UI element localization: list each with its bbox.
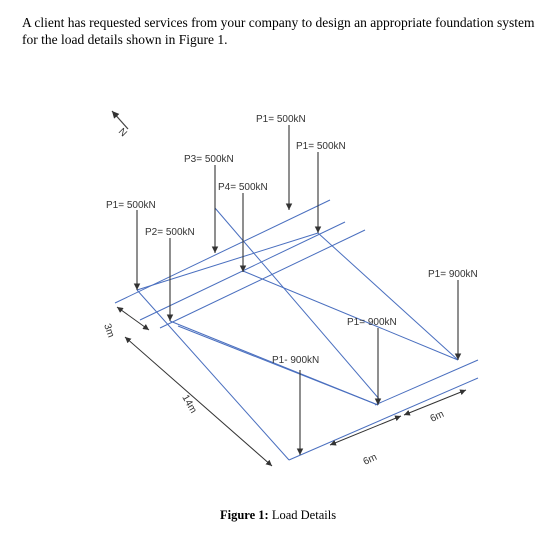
- load-label-right-p1: P1= 900kN: [428, 269, 478, 280]
- load-label-mid-p1: P1= 900kN: [347, 317, 397, 328]
- grid-line-3: [242, 270, 459, 361]
- load-label-top-a: P1= 500kN: [256, 114, 306, 125]
- grid-line-6: [114, 199, 331, 304]
- dim-label-6m-a: 6m: [362, 452, 379, 468]
- load-label-p4: P4= 500kN: [218, 182, 268, 193]
- load-arrows: [133, 125, 462, 455]
- load-label-left-p1: P1= 500kN: [106, 200, 156, 211]
- grid-line-11: [214, 207, 381, 401]
- figure-caption-number: Figure 1:: [220, 508, 269, 522]
- grid-line-8: [159, 229, 366, 329]
- problem-statement: A client has requested services from you…: [22, 14, 537, 48]
- grid-line-12: [136, 232, 319, 291]
- figure-caption-text: Load Details: [269, 508, 336, 522]
- dim-label-3m: 3m: [101, 322, 116, 339]
- north-label: N: [116, 126, 129, 139]
- dim-line-6m-b: [403, 389, 467, 416]
- load-labels: P1= 500kN P1= 500kN P3= 500kN P4= 500kN …: [106, 114, 478, 366]
- dim-line-3m: [116, 306, 150, 331]
- load-label-top-b: P1= 500kN: [296, 141, 346, 152]
- dim-line-14m: [124, 336, 273, 467]
- grid-line-9: [288, 377, 479, 461]
- grid-line-10: [374, 359, 479, 406]
- north-arrow-icon: N: [111, 110, 129, 139]
- grid-line-4: [317, 232, 459, 361]
- grid-line-1: [136, 289, 290, 461]
- dim-label-6m-b: 6m: [429, 409, 446, 425]
- load-label-center-p1: P1- 900kN: [272, 355, 319, 366]
- figure-caption: Figure 1: Load Details: [220, 508, 336, 522]
- dim-line-6m-a: [329, 415, 402, 446]
- dimension-labels: 3m 14m 6m 6m: [101, 322, 446, 467]
- load-label-p3: P3= 500kN: [184, 154, 234, 165]
- problem-line-1: A client has requested services from you…: [22, 15, 535, 30]
- load-label-p2: P2= 500kN: [145, 227, 195, 238]
- problem-line-2: for the load details shown in Figure 1.: [22, 32, 228, 47]
- dimension-lines: [116, 306, 467, 467]
- dim-label-14m: 14m: [179, 393, 198, 415]
